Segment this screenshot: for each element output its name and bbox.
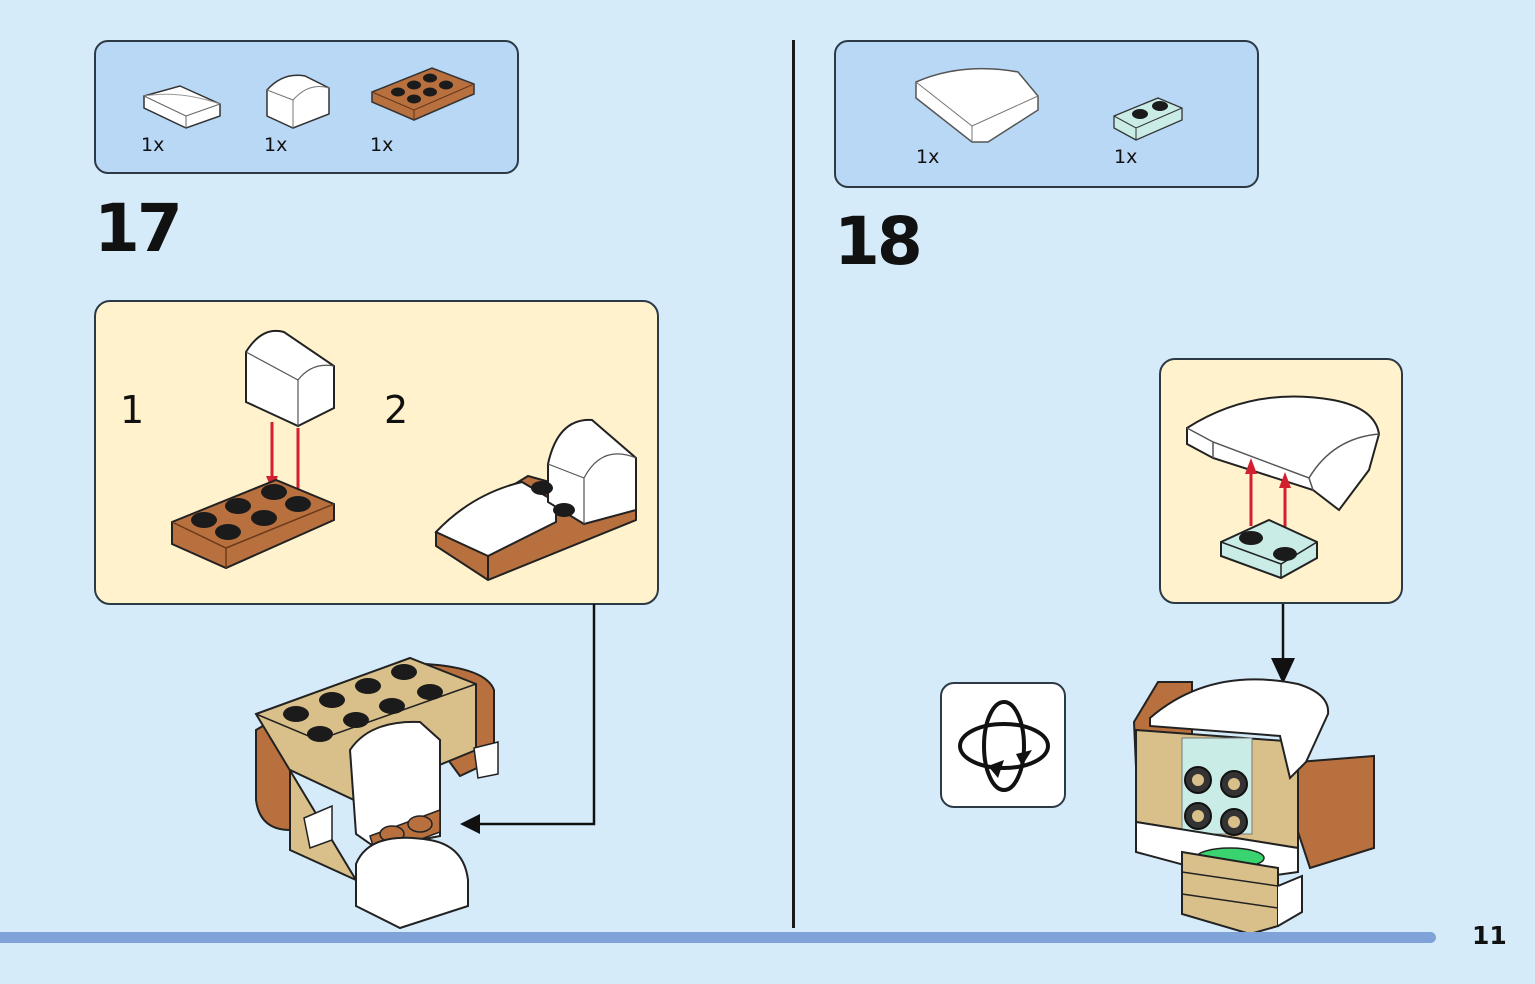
step-number: 18 <box>834 203 923 280</box>
page-divider <box>792 40 795 928</box>
step17-parts-box: 1x 1x 1x <box>94 40 519 174</box>
substep-number: 1 <box>120 388 145 432</box>
part-qty: 1x <box>264 134 288 156</box>
rotate-model-icon <box>940 682 1066 808</box>
substep1-illustration <box>171 330 335 570</box>
white-curved-slope-small-icon <box>143 85 221 129</box>
substep-box <box>1159 358 1403 604</box>
part-qty: 1x <box>1114 146 1138 168</box>
substep-box: 1 2 <box>94 300 659 605</box>
white-curved-block-icon <box>266 74 330 129</box>
part-qty: 1x <box>370 134 394 156</box>
page-number: 11 <box>1472 921 1507 950</box>
bottom-bar <box>0 932 1436 943</box>
substep-number: 2 <box>384 388 409 432</box>
light-aqua-plate-1x2-icon <box>1113 97 1183 141</box>
substep2-illustration <box>434 418 637 582</box>
step18-model <box>1132 678 1375 936</box>
part-qty: 1x <box>141 134 165 156</box>
substep-illustration <box>1186 395 1381 580</box>
step17-model <box>254 656 499 930</box>
connector-arrow <box>460 604 596 834</box>
brown-plate-2x4-icon <box>371 67 475 121</box>
connector-arrow <box>1271 604 1295 684</box>
white-wedge-curved-icon <box>915 67 1039 143</box>
step18-parts-box: 1x 1x <box>834 40 1259 188</box>
part-qty: 1x <box>916 146 940 168</box>
step-number: 17 <box>94 190 183 267</box>
